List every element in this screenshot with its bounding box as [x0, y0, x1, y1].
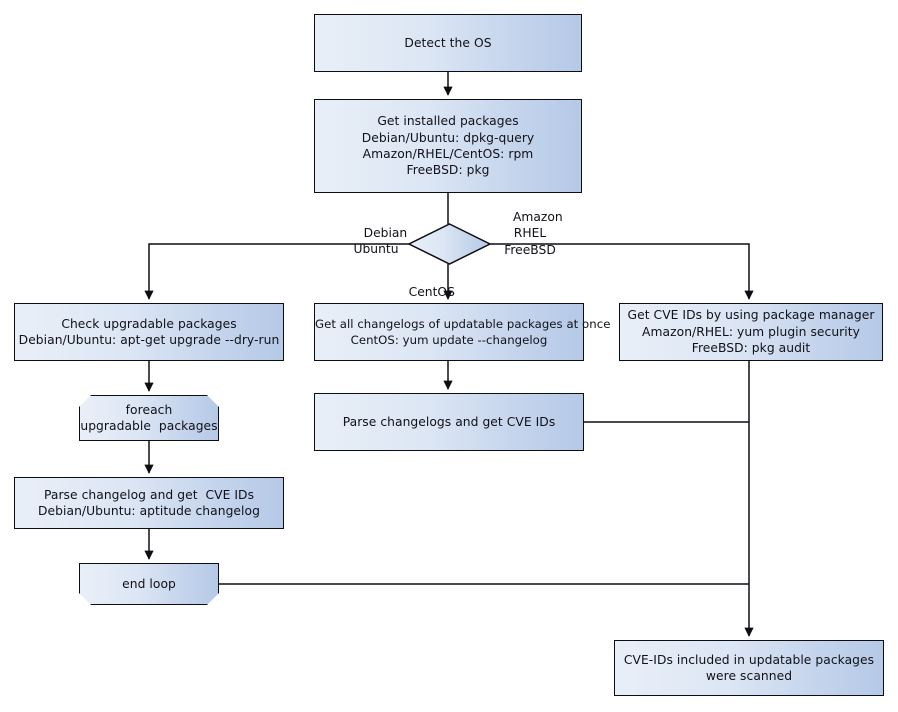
loop-start-shape — [79, 395, 219, 441]
node-get-installed-packages-label: Get installed packages Debian/Ubuntu: dp… — [361, 114, 535, 178]
node-check-upgradable-packages[interactable]: Check upgradable packages Debian/Ubuntu:… — [14, 303, 284, 361]
node-parse-changelogs-cve-ids[interactable]: Parse changelogs and get CVE IDs — [314, 393, 584, 451]
node-foreach-upgradable-packages[interactable]: foreach upgradable packages — [79, 395, 219, 441]
node-get-all-changelogs[interactable]: Get all changelogs of updatable packages… — [314, 303, 611, 361]
node-get-cve-ids-pkg-manager[interactable]: Get CVE IDs by using package manager Ama… — [619, 303, 883, 361]
edge-label-debian-ubuntu: Debian Ubuntu — [348, 209, 408, 274]
edge-label-amazon-rhel-freebsd-text: Amazon RHEL FreeBSD — [504, 210, 563, 257]
node-end-loop[interactable]: end loop — [79, 563, 219, 605]
loop-end-shape — [79, 563, 219, 605]
node-parse-changelogs-cve-ids-label: Parse changelogs and get CVE IDs — [342, 414, 556, 429]
node-end-loop-label: end loop — [122, 576, 176, 591]
node-cve-ids-scanned[interactable]: CVE-IDs included in updatable packages w… — [614, 640, 884, 696]
node-cve-ids-scanned-label: CVE-IDs included in updatable packages w… — [623, 652, 875, 683]
node-parse-changelog-cve-ids-label: Parse changelog and get CVE IDs Debian/U… — [38, 487, 260, 518]
node-get-cve-ids-pkg-manager-label: Get CVE IDs by using package manager Ama… — [627, 308, 875, 356]
node-get-installed-packages[interactable]: Get installed packages Debian/Ubuntu: dp… — [314, 99, 582, 193]
node-parse-changelog-cve-ids[interactable]: Parse changelog and get CVE IDs Debian/U… — [14, 477, 284, 529]
node-get-all-changelogs-label: Get all changelogs of updatable packages… — [315, 316, 611, 347]
edge-label-centos: CentOS — [393, 268, 455, 317]
node-detect-os-label: Detect the OS — [404, 35, 492, 50]
edge-label-amazon-rhel-freebsd: Amazon RHEL FreeBSD — [495, 193, 565, 274]
decision-diamond[interactable] — [407, 223, 492, 265]
node-foreach-upgradable-packages-label: foreach upgradable packages — [80, 402, 218, 433]
edge-label-debian-ubuntu-text: Debian Ubuntu — [353, 226, 408, 257]
node-detect-os[interactable]: Detect the OS — [314, 14, 582, 72]
edge-label-centos-text: CentOS — [408, 285, 455, 300]
node-check-upgradable-packages-label: Check upgradable packages Debian/Ubuntu:… — [18, 316, 280, 347]
